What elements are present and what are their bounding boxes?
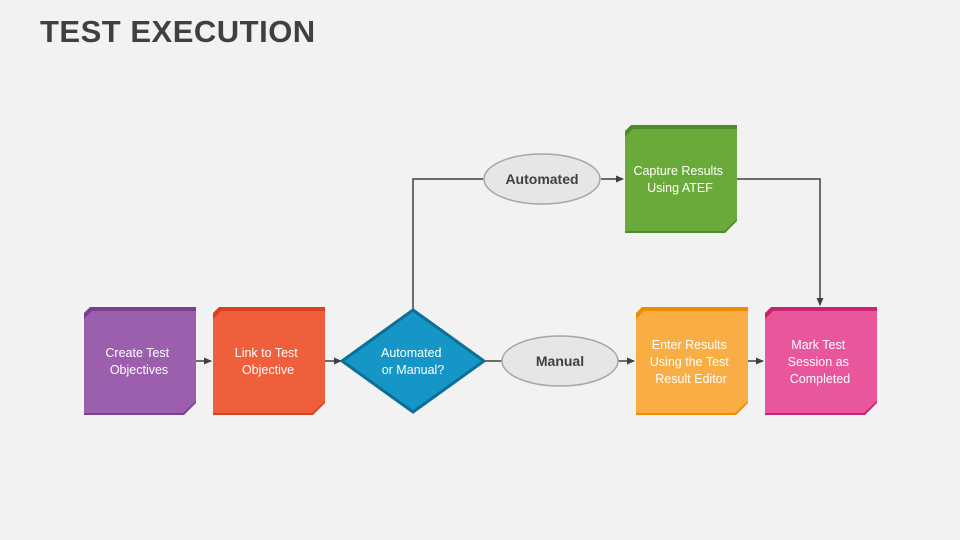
step-create-label-line2: Objectives (110, 363, 168, 377)
step-capture-label-line1: Capture Results (633, 164, 723, 178)
step-capture-label: Capture Results Using ATEF (633, 164, 726, 195)
step-link-label-line2: Objective (242, 363, 294, 377)
step-enter-shape (636, 311, 748, 413)
step-capture-results: Capture Results Using ATEF (625, 125, 737, 233)
step-create-label: Create Test Objectives (105, 346, 172, 377)
step-create-shape (84, 311, 196, 413)
step-mark-label-line2: Session as (788, 355, 849, 369)
step-mark-label-line3: Completed (790, 372, 850, 386)
step-mark-shape (765, 311, 877, 413)
connector-capture-to-mark (737, 178, 824, 306)
page-title: TEST EXECUTION (40, 14, 316, 49)
path-automated: Automated (483, 153, 601, 205)
step-enter-results: Enter Results Using the Test Result Edit… (636, 307, 748, 415)
decision-automated-or-manual: Automated or Manual? (339, 308, 487, 414)
automated-label: Automated (505, 171, 578, 187)
manual-label: Manual (536, 353, 584, 369)
step-enter-label-line1: Enter Results (652, 338, 727, 352)
step-enter-label: Enter Results Using the Test Result Edit… (650, 338, 732, 386)
decision-label-line2: or Manual? (382, 363, 445, 377)
step-link-to-test-objective: Link to Test Objective (213, 307, 325, 415)
step-link-shape (213, 311, 325, 413)
step-link-label: Link to Test Objective (235, 346, 302, 377)
connectors (196, 175, 824, 365)
step-enter-label-line2: Using the Test (650, 355, 730, 369)
step-mark-completed: Mark Test Session as Completed (765, 307, 877, 415)
step-mark-label-line1: Mark Test (791, 338, 845, 352)
path-manual: Manual (501, 335, 619, 387)
step-capture-label-line2: Using ATEF (647, 181, 713, 195)
decision-label: Automated or Manual? (381, 346, 445, 377)
decision-label-line1: Automated (381, 346, 442, 360)
step-capture-shape (625, 129, 737, 231)
step-mark-label: Mark Test Session as Completed (788, 338, 853, 386)
step-enter-label-line3: Result Editor (655, 372, 727, 386)
step-create-label-line1: Create Test (105, 346, 169, 360)
automated-oval (483, 153, 601, 205)
step-link-label-line1: Link to Test (235, 346, 299, 360)
connector-decision-to-automated (412, 178, 483, 310)
decision-shape (339, 308, 487, 414)
manual-oval (501, 335, 619, 387)
step-create-test-objectives: Create Test Objectives (84, 307, 196, 415)
